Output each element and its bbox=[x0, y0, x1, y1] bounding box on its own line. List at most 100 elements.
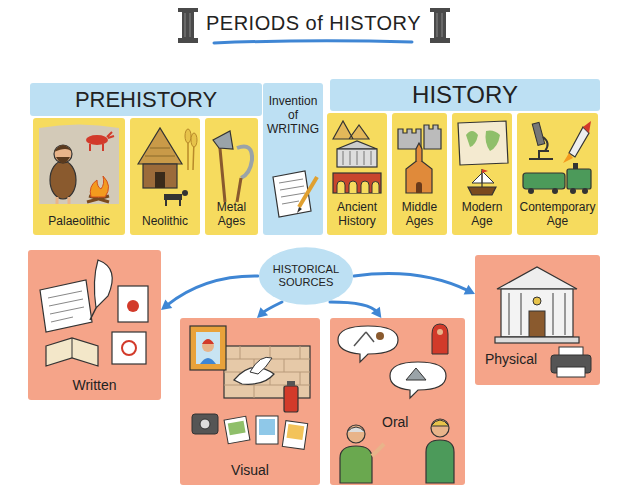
arrow-head bbox=[161, 299, 172, 310]
illustration-part bbox=[237, 178, 241, 202]
node-label: Oral bbox=[382, 414, 408, 430]
source-arrow bbox=[354, 274, 475, 295]
arrow-line bbox=[354, 274, 469, 291]
illustration-part bbox=[372, 444, 384, 456]
illustration-part bbox=[192, 414, 218, 434]
illustration-part bbox=[333, 121, 369, 139]
illustration-part bbox=[482, 169, 488, 173]
node-label: Physical bbox=[485, 351, 537, 367]
illustration-part bbox=[287, 424, 305, 440]
illustration-part bbox=[501, 289, 573, 337]
illustration-part bbox=[337, 149, 377, 167]
illustration-part bbox=[166, 200, 180, 206]
illustration-part bbox=[431, 419, 449, 437]
arrow-line bbox=[166, 276, 258, 306]
source-box: Oral bbox=[330, 318, 465, 485]
illustration-part bbox=[56, 157, 70, 164]
node-label: Invention of WRITING bbox=[266, 95, 320, 136]
illustration-part bbox=[338, 326, 398, 362]
node-label: PREHISTORY bbox=[75, 87, 217, 112]
illustration-part bbox=[122, 341, 136, 355]
illustration-part bbox=[406, 368, 426, 380]
illustration-part bbox=[416, 143, 422, 161]
illustration-part bbox=[145, 148, 175, 156]
era-band: HISTORY bbox=[330, 79, 600, 111]
arrow-head bbox=[371, 307, 381, 318]
illustration-part bbox=[200, 358, 216, 364]
arrow-line bbox=[330, 302, 377, 312]
illustration-part bbox=[567, 169, 591, 189]
node-label: HISTORY bbox=[412, 81, 518, 109]
illustration-part bbox=[430, 8, 450, 43]
source-arrow bbox=[330, 302, 381, 318]
arrow-head bbox=[464, 285, 475, 295]
milestone-box: Invention of WRITING bbox=[263, 83, 323, 235]
source-box: Visual bbox=[180, 318, 320, 485]
illustration-part bbox=[86, 135, 108, 145]
illustration-part bbox=[54, 145, 72, 163]
illustration-part bbox=[437, 329, 443, 335]
illustration-part bbox=[164, 194, 182, 200]
title-holder: PERIODS of HISTORY bbox=[0, 12, 627, 35]
illustration-part bbox=[468, 187, 496, 195]
illustration-part bbox=[416, 182, 422, 193]
illustration-part bbox=[127, 300, 139, 312]
illustration-part bbox=[155, 172, 165, 188]
illustration-part bbox=[569, 127, 589, 157]
illustration-part bbox=[466, 131, 500, 152]
illustration-part bbox=[191, 133, 197, 147]
page-title: PERIODS of HISTORY bbox=[206, 12, 421, 34]
illustration-part bbox=[297, 207, 302, 213]
illustration-part bbox=[284, 386, 298, 412]
illustration-part bbox=[224, 416, 250, 443]
illustration-part bbox=[573, 163, 578, 169]
illustration-part bbox=[228, 421, 246, 436]
source-box: Physical bbox=[475, 255, 600, 385]
illustration-part bbox=[458, 121, 508, 165]
ellipse-fill bbox=[259, 247, 353, 305]
illustration-part bbox=[90, 176, 108, 197]
illustration-part bbox=[287, 381, 295, 386]
illustration-part bbox=[54, 145, 72, 152]
illustration-part bbox=[431, 420, 449, 426]
node-label: Palaeolithic bbox=[48, 215, 109, 229]
illustration-part bbox=[40, 280, 92, 332]
illustration-part bbox=[90, 308, 96, 320]
illustration-part bbox=[432, 324, 448, 354]
illustration-part bbox=[185, 129, 191, 143]
illustration-part bbox=[552, 188, 558, 194]
illustration-part bbox=[523, 173, 565, 189]
node-label: Middle Ages bbox=[395, 201, 444, 229]
illustration-part bbox=[337, 141, 377, 149]
illustration-part bbox=[90, 132, 114, 151]
illustration-part bbox=[532, 122, 544, 145]
illustration-part bbox=[529, 137, 553, 159]
period-box: Contemporary Age bbox=[517, 113, 598, 235]
illustration-part bbox=[390, 362, 446, 398]
arrow-head bbox=[257, 307, 268, 318]
illustration-part bbox=[406, 159, 432, 193]
period-box: Ancient History bbox=[327, 113, 387, 235]
illustration-part bbox=[533, 297, 541, 305]
period-box: Neolithic bbox=[130, 118, 200, 235]
illustration-part bbox=[118, 286, 148, 322]
illustration-part bbox=[200, 419, 210, 429]
illustration-part bbox=[299, 177, 317, 207]
illustration-part bbox=[424, 125, 441, 149]
illustration-part bbox=[340, 446, 372, 483]
illustration-part bbox=[112, 332, 146, 364]
illustration-part bbox=[182, 190, 188, 196]
illustration-part bbox=[259, 419, 275, 435]
illustration-part bbox=[250, 357, 272, 374]
illustration-part bbox=[282, 421, 307, 450]
node-label: Neolithic bbox=[142, 215, 188, 229]
illustration-part bbox=[202, 339, 214, 344]
illustration-part bbox=[557, 367, 585, 377]
illustration-part bbox=[72, 338, 73, 358]
illustration-part bbox=[582, 188, 588, 194]
illustration-part bbox=[39, 125, 119, 205]
illustration-part bbox=[495, 337, 579, 343]
illustration-part bbox=[196, 332, 220, 364]
illustration-part bbox=[376, 332, 384, 340]
